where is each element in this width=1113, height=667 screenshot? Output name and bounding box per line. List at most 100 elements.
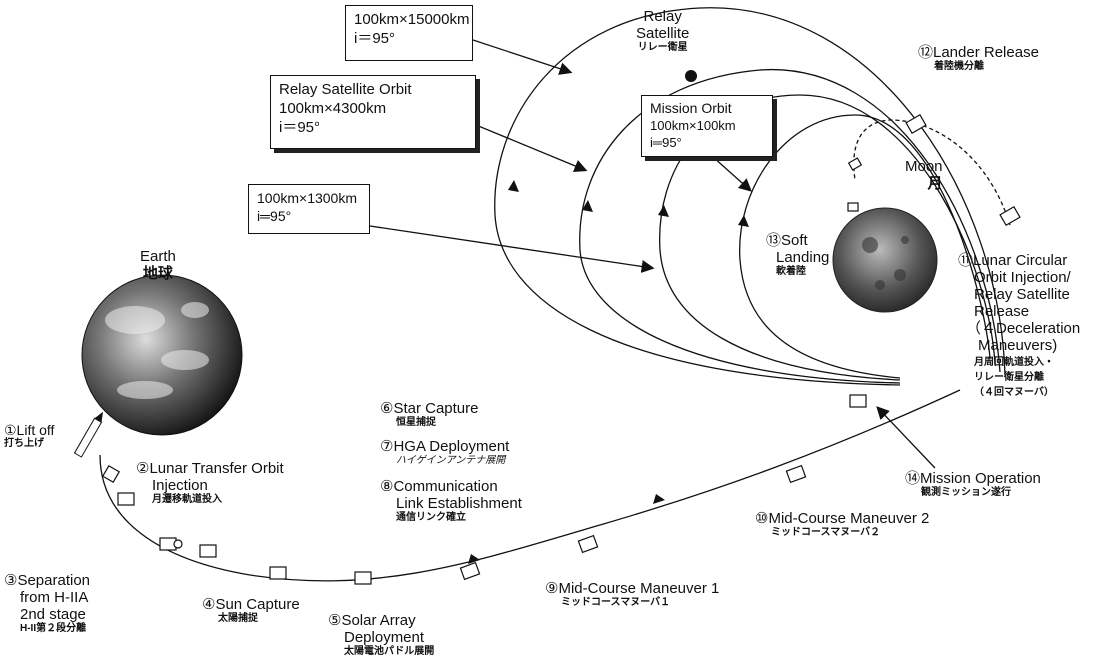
step-11-jp2: リレー衛星分離 (974, 372, 1044, 383)
pointer-arrow (712, 156, 752, 192)
spacecraft-icon (459, 561, 481, 581)
step-2-label: ②Lunar Transfer Orbit Injection 月遷移軌道投入 (136, 460, 284, 506)
orbit-15000-line1: 100km×15000km (354, 11, 470, 28)
step-11-jp1: 月周回軌道投入・ (974, 357, 1054, 368)
step-6-label: ⑥Star Capture 恒星捕捉 (380, 400, 479, 429)
step-9-label: ⑨Mid-Course Maneuver 1 ミッドコースマヌーバ１ (545, 580, 719, 609)
orbit-direction-arrow (653, 494, 665, 504)
step-3-label: ③Separation from H-IIA 2nd stage H-II第２段… (4, 572, 90, 635)
step-11-label: ⑪Lunar Circular Orbit Injection/ Relay S… (958, 252, 1080, 399)
step-5-label: ⑤Solar Array Deployment 太陽電池パドル展開 (328, 612, 434, 658)
step-8-label: ⑧Communication Link Establishment 通信リンク確… (380, 478, 522, 524)
step-5-jp: 太陽電池パドル展開 (344, 646, 435, 657)
earth-label: Earth 地球 (140, 248, 176, 282)
step-5-en2: Deployment (344, 629, 425, 646)
orbit-1300-line2: i═95° (257, 208, 292, 224)
step-6-en: ⑥Star Capture (380, 400, 479, 417)
step-3-en1: ③Separation (4, 572, 91, 589)
step-4-label: ④Sun Capture 太陽捕捉 (202, 596, 300, 625)
relay-orbit-line2: i＝95° (279, 119, 321, 136)
step-9-jp: ミッドコースマヌーバ１ (561, 597, 671, 608)
orbit-direction-arrow (658, 205, 669, 217)
spacecraft-icon (354, 571, 372, 585)
earth-jp: 地球 (142, 265, 173, 282)
spacecraft-icon (269, 566, 287, 580)
relay-satellite-label: Relay Satellite リレー衛星 (636, 8, 689, 54)
step-12-jp: 着陸機分離 (934, 61, 984, 72)
orbit-direction-arrow (508, 180, 519, 192)
step-11-jp3: （４回マヌーバ） (974, 387, 1054, 398)
step-8-en1: ⑧Communication (380, 478, 498, 495)
relay-jp: リレー衛星 (637, 42, 688, 53)
step-14-en: ⑭Mission Operation (905, 470, 1041, 487)
orbit-direction-arrow (738, 215, 749, 227)
mission-orbit-line1: 100km×100km (650, 118, 736, 133)
moon-label: Moon 月 (905, 158, 943, 192)
relay-orbit-title: Relay Satellite Orbit (279, 81, 412, 98)
spacecraft-icon (999, 205, 1021, 227)
relay-orbit-line1: 100km×4300km (279, 100, 387, 117)
spacecraft-icon (577, 534, 599, 554)
step-11-en4: Release (974, 303, 1030, 320)
step-13-jp: 軟着陸 (776, 266, 806, 277)
lander-release-arc (853, 119, 1011, 226)
pointer-arrow (475, 124, 588, 173)
step-8-en2: Link Establishment (396, 495, 522, 512)
spacecraft-icon (849, 394, 867, 408)
spacecraft-icon (199, 544, 217, 558)
spacecraft-icon (847, 202, 859, 212)
spacecraft-icon (101, 464, 121, 484)
step-2-en2: Injection (152, 477, 208, 494)
step-12-label: ⑫Lander Release 着陸機分離 (918, 44, 1039, 73)
step-11-en5: （４Deceleration (966, 320, 1081, 337)
pointer-arrow (369, 225, 655, 273)
relay-satellite-dot (685, 70, 697, 82)
step-10-en: ⑩Mid-Course Maneuver 2 (755, 510, 930, 527)
rocket-icon (73, 411, 103, 458)
step-7-jp: ハイゲインアンテナ展開 (396, 455, 506, 466)
earth-globe (81, 274, 243, 436)
mission-orbit-line2: i═95° (650, 135, 682, 150)
step-13-en1: ⑬Soft (766, 232, 808, 249)
mission-orbit (739, 114, 991, 379)
orbit-15000-line2: i＝95° (354, 30, 396, 47)
orbit-4300km (579, 69, 1001, 384)
relay-en2: Satellite (636, 25, 690, 42)
step-3-en2: from H-IIA (20, 589, 89, 606)
step-12-en: ⑫Lander Release (918, 44, 1039, 61)
step-4-en: ④Sun Capture (202, 596, 300, 613)
step-14-jp: 観測ミッション遂行 (921, 487, 1011, 498)
step-1-label: ①Lift off 打ち上げ (4, 422, 54, 450)
step-3-jp: H-II第２段分離 (20, 623, 87, 634)
spacecraft-icon (785, 464, 807, 484)
step-1-en: ①Lift off (4, 422, 55, 438)
spacecraft-icon (173, 539, 183, 549)
transfer-trajectory (99, 389, 961, 582)
step-7-label: ⑦HGA Deployment ハイゲインアンテナ展開 (380, 438, 509, 467)
step-8-jp: 通信リンク確立 (396, 512, 466, 523)
step-11-en1: ⑪Lunar Circular (958, 252, 1068, 269)
orbit-direction-arrow (582, 200, 593, 212)
orbit-box-1300km: 100km×1300km i═95° (248, 184, 370, 234)
step-2-jp: 月遷移軌道投入 (152, 494, 222, 505)
earth-en: Earth (140, 248, 176, 265)
relay-en1: Relay (643, 8, 682, 25)
orbit-box-mission: Mission Orbit 100km×100km i═95° (641, 95, 773, 157)
pointer-arrow (876, 406, 936, 469)
moon-en: Moon (905, 158, 943, 175)
step-10-jp: ミッドコースマヌーバ２ (771, 527, 881, 538)
pointer-arrow (472, 39, 573, 75)
step-11-en2: Orbit Injection/ (974, 269, 1071, 286)
step-6-jp: 恒星捕捉 (396, 417, 436, 428)
moon-jp: 月 (927, 175, 943, 192)
orbit-box-15000km: 100km×15000km i＝95° (345, 5, 473, 61)
spacecraft-icon (905, 113, 927, 135)
step-1-jp: 打ち上げ (4, 438, 44, 449)
spacecraft-icon (117, 492, 135, 506)
step-3-en3: 2nd stage (20, 606, 86, 623)
mission-orbit-title: Mission Orbit (650, 100, 732, 116)
moon-globe (832, 207, 938, 313)
step-7-en: ⑦HGA Deployment (380, 438, 510, 455)
step-11-en6: Maneuvers) (978, 337, 1058, 354)
orbit-box-relay: Relay Satellite Orbit 100km×4300km i＝95° (270, 75, 476, 149)
